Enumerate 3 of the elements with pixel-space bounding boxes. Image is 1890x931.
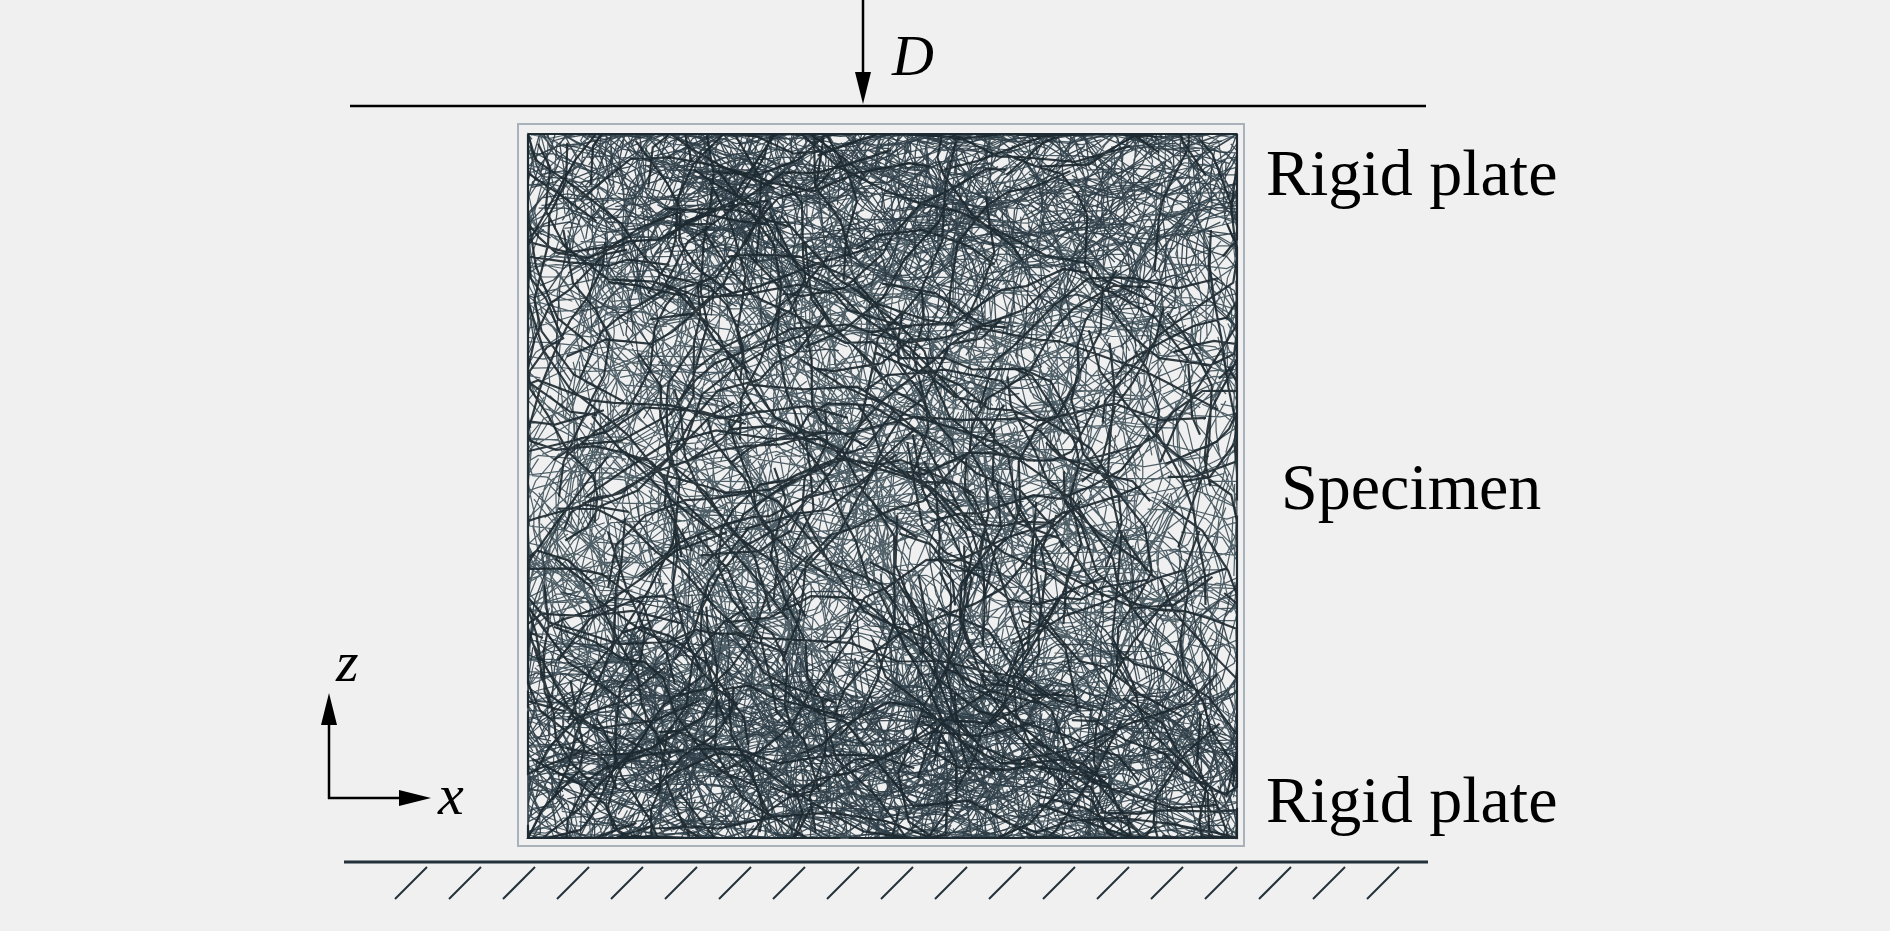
axis-label: x [438,766,464,824]
force-label: D [892,27,934,85]
axis-label: z [336,633,359,691]
